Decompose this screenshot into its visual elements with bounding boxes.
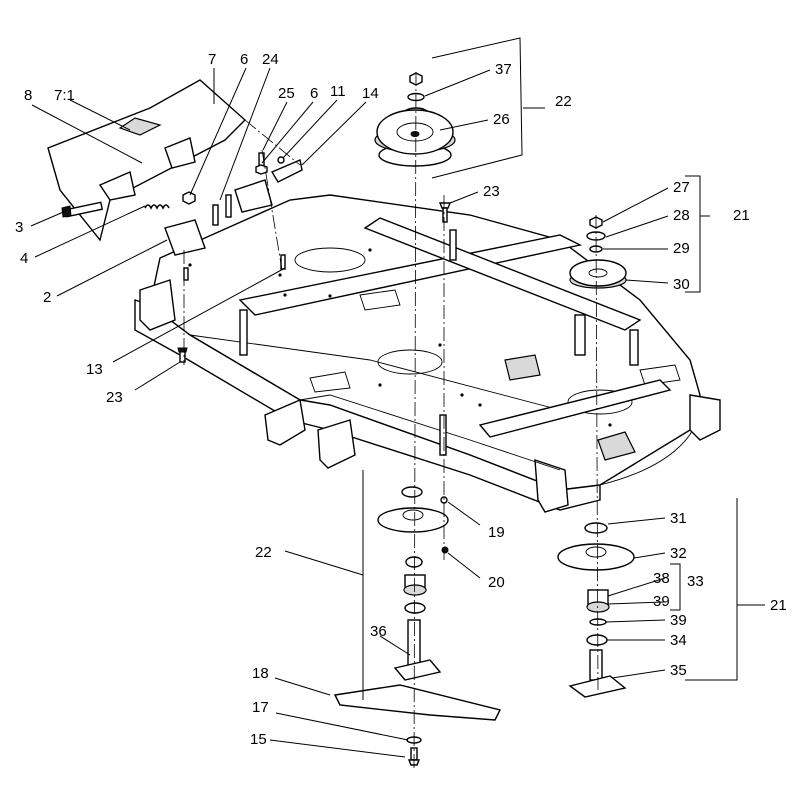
callout-33: 33 <box>687 573 704 590</box>
callout-25: 25 <box>278 85 295 102</box>
callout-23: 23 <box>483 183 500 200</box>
callout-26: 26 <box>493 111 510 128</box>
callout-4: 4 <box>20 250 28 267</box>
mower-deck <box>134 194 721 513</box>
center-pulley-assembly <box>374 72 456 223</box>
callout-13: 13 <box>86 361 103 378</box>
callout-29: 29 <box>673 240 690 257</box>
callout-7: 7 <box>208 51 216 68</box>
belt-cover <box>47 79 247 242</box>
callout-3: 3 <box>15 219 23 236</box>
callout-6: 6 <box>240 51 248 68</box>
callout-21: 21 <box>770 597 787 614</box>
assembly-axes <box>183 71 599 771</box>
callout-14: 14 <box>362 85 379 102</box>
callout-labels: 7 6 24 8 7:1 25 6 11 14 37 22 26 23 27 2… <box>15 51 787 748</box>
left-spindle-assembly <box>333 486 502 766</box>
hinge-parts <box>61 152 303 363</box>
callout-24: 24 <box>262 51 279 68</box>
callout-22: 22 <box>255 544 272 561</box>
callout-18: 18 <box>252 665 269 682</box>
leader-lines <box>30 67 765 758</box>
callout-22: 22 <box>555 93 572 110</box>
callout-7-1: 7:1 <box>54 87 75 104</box>
right-spindle-assembly <box>557 522 635 698</box>
callout-11: 11 <box>330 83 346 100</box>
callout-20: 20 <box>488 574 505 591</box>
callout-27: 27 <box>673 179 690 196</box>
callout-8: 8 <box>24 87 32 104</box>
callout-30: 30 <box>673 276 690 293</box>
callout-39: 39 <box>653 593 670 610</box>
callout-2: 2 <box>43 289 51 306</box>
callout-34: 34 <box>670 632 687 649</box>
callout-15: 15 <box>250 731 267 748</box>
callout-35: 35 <box>670 662 687 679</box>
callout-36: 36 <box>370 623 387 640</box>
callout-39: 39 <box>670 612 687 629</box>
callout-21: 21 <box>733 207 750 224</box>
callout-17: 17 <box>252 699 269 716</box>
callout-6: 6 <box>310 85 318 102</box>
callout-38: 38 <box>653 570 670 587</box>
group-brackets <box>362 37 738 700</box>
callout-31: 31 <box>670 510 687 527</box>
callout-28: 28 <box>673 207 690 224</box>
callout-32: 32 <box>670 545 687 562</box>
callout-37: 37 <box>495 61 512 78</box>
callout-19: 19 <box>488 524 505 541</box>
callout-23: 23 <box>106 389 123 406</box>
right-pulley-assembly <box>569 216 627 289</box>
